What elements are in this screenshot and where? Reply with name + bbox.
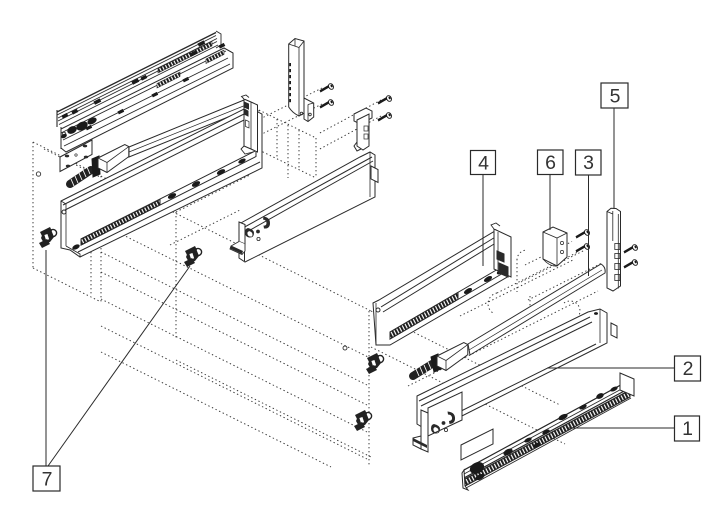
svg-text:7: 7 [42, 469, 53, 491]
svg-text:3: 3 [583, 152, 594, 174]
svg-text:1: 1 [682, 418, 693, 440]
svg-text:6: 6 [545, 152, 556, 174]
svg-text:5: 5 [610, 86, 621, 108]
svg-text:4: 4 [478, 153, 489, 175]
svg-text:2: 2 [683, 358, 694, 380]
